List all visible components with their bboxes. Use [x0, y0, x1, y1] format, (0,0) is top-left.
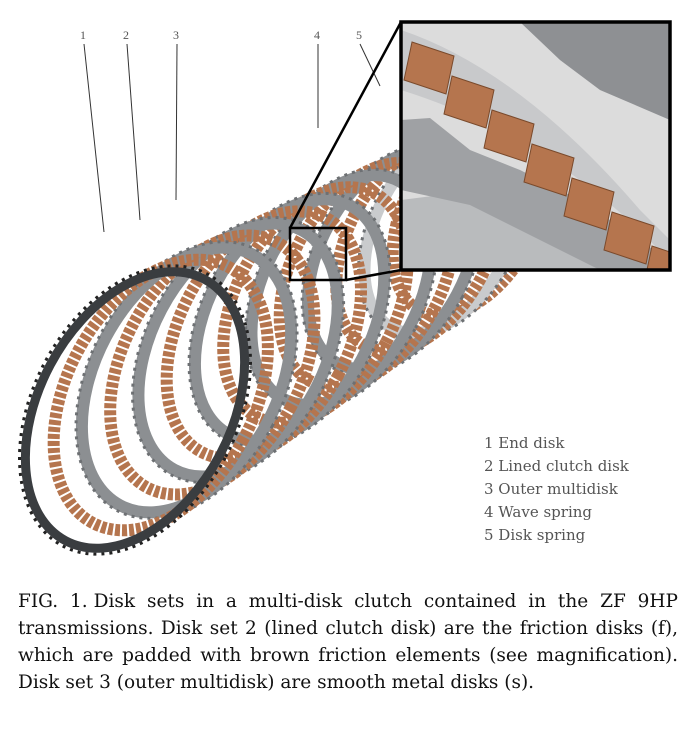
- friction-pad: [563, 177, 615, 231]
- callout-5: 5: [356, 28, 362, 42]
- caption-label: FIG. 1.: [18, 591, 88, 612]
- disk-end: [20, 267, 250, 553]
- zoom-source-box: [288, 226, 348, 282]
- zoom-line-top: [288, 21, 403, 229]
- disk-friction: [104, 229, 321, 501]
- callout-3: 3: [173, 28, 179, 42]
- leader-1: [83, 43, 105, 233]
- disk-friction: [160, 205, 367, 465]
- friction-pad: [443, 75, 495, 129]
- disk-friction: [330, 132, 507, 358]
- callout-2: 2: [123, 28, 129, 42]
- friction-pad: [603, 211, 655, 265]
- zoom-line-bottom: [345, 268, 402, 282]
- friction-pad: [403, 41, 455, 95]
- legend-item-end-disk: 1 End disk: [484, 434, 565, 452]
- leader-2: [126, 43, 141, 221]
- callout-1: 1: [80, 28, 86, 42]
- disk-steel: [132, 217, 344, 483]
- disk-teeth: [131, 216, 346, 484]
- disk-stack: [18, 108, 554, 556]
- legend-item-lined-clutch-disk: 2 Lined clutch disk: [484, 457, 629, 475]
- disk-teeth: [74, 240, 299, 520]
- callout-leaders: [83, 43, 381, 233]
- friction-pad: [523, 143, 575, 197]
- legend-item-outer-multidisk: 3 Outer multidisk: [484, 480, 618, 498]
- legend: 1 End disk 2 Lined clutch disk 3 Outer m…: [484, 432, 629, 547]
- disk-friction: [47, 253, 274, 537]
- friction-pad: [483, 109, 535, 163]
- disk-steel: [75, 241, 298, 519]
- magnification-inset: [399, 20, 672, 272]
- clutch-illustration: [18, 20, 672, 556]
- friction-pad: [646, 245, 670, 270]
- leader-3: [175, 43, 178, 201]
- caption-text: Disk sets in a multi-disk clutch contain…: [18, 591, 678, 693]
- legend-item-disk-spring: 5 Disk spring: [484, 526, 586, 544]
- callout-4: 4: [314, 28, 320, 42]
- leader-5: [359, 43, 381, 87]
- figure-caption: FIG. 1.Disk sets in a multi-disk clutch …: [18, 588, 678, 696]
- legend-item-wave-spring: 4 Wave spring: [484, 503, 593, 521]
- disk-teeth: [18, 264, 252, 556]
